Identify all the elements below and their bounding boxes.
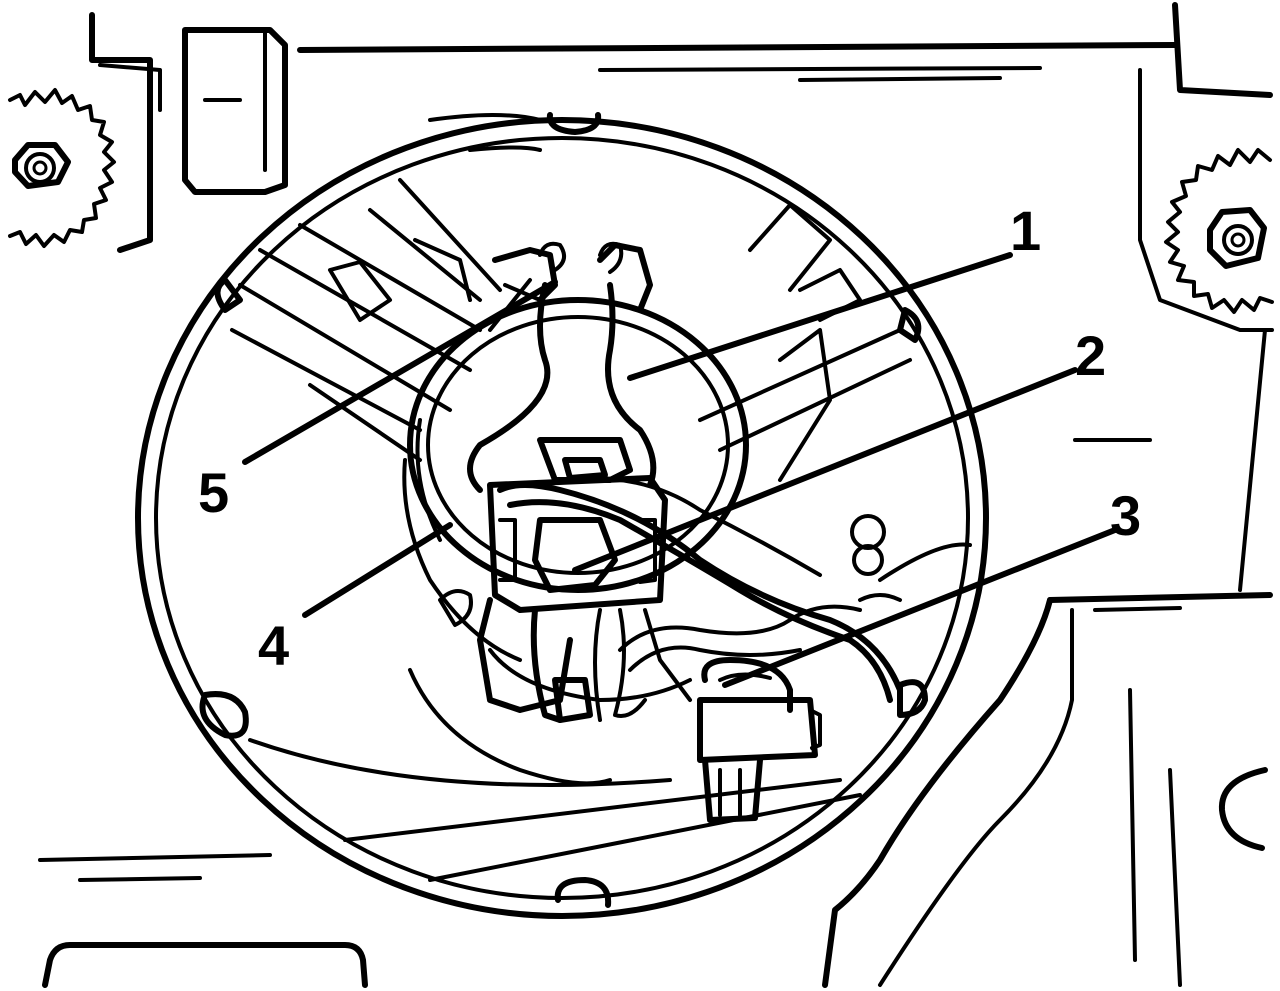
callout-label-2: 2: [1075, 324, 1106, 387]
callout-label-5: 5: [198, 461, 229, 524]
plug-connector: [697, 657, 822, 823]
support-spokes: [230, 178, 912, 482]
callout-label-1: 1: [1010, 199, 1041, 262]
housing-block: [822, 592, 1273, 988]
leader-line-4: [302, 522, 453, 618]
headlamp-ring: [135, 112, 989, 919]
left-gear-icon: [8, 27, 288, 248]
housing-frame: [38, 2, 1274, 988]
callout-labels: 1 2 3 4 5: [198, 199, 1141, 677]
leader-lines: [242, 252, 1118, 688]
wiring-harness: [497, 476, 972, 703]
callout-label-3: 3: [1110, 484, 1141, 547]
bulb-holder: [402, 241, 749, 723]
leader-line-3: [722, 527, 1118, 688]
callout-label-4: 4: [258, 614, 289, 677]
right-gear-icon: [1164, 148, 1274, 314]
leader-line-5: [242, 279, 558, 465]
leader-line-1: [627, 252, 1013, 381]
leader-line-2: [572, 367, 1078, 573]
